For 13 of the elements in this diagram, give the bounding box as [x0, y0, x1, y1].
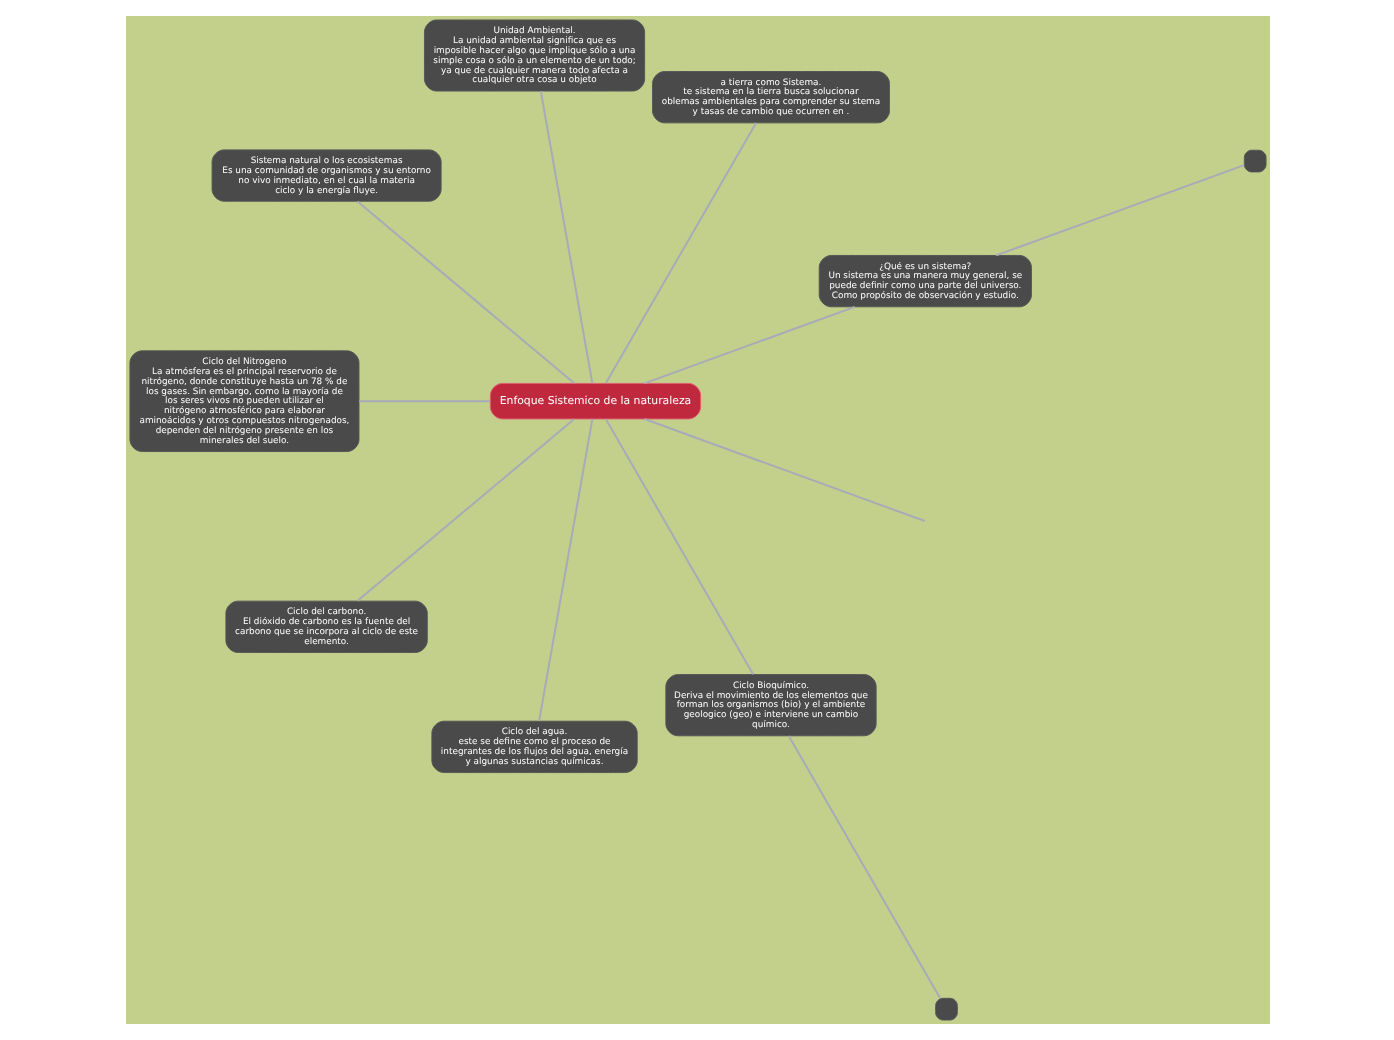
connector	[537, 418, 593, 722]
connector	[603, 418, 754, 676]
connector	[355, 418, 574, 602]
connector	[355, 200, 574, 385]
connector	[642, 418, 925, 523]
connector	[603, 122, 757, 385]
connector	[357, 400, 491, 403]
node-box	[934, 997, 957, 1021]
node-box	[1242, 149, 1266, 173]
connector	[786, 735, 941, 1000]
connector	[994, 164, 1245, 257]
connector	[642, 305, 855, 385]
connector	[538, 90, 593, 385]
